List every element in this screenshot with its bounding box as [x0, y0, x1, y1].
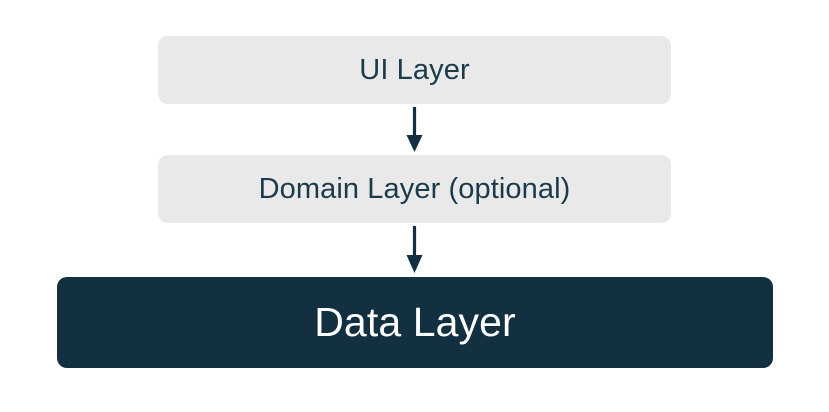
data-layer-box: Data Layer — [57, 277, 773, 368]
arrow-head-ui-to-domain — [406, 135, 423, 152]
domain-layer-box: Domain Layer (optional) — [158, 155, 671, 223]
data-layer-label: Data Layer — [314, 299, 516, 345]
ui-layer-box: UI Layer — [158, 36, 671, 104]
arrow-head-domain-to-data — [406, 255, 423, 273]
ui-layer-label: UI Layer — [359, 53, 470, 86]
domain-layer-label: Domain Layer (optional) — [258, 172, 571, 205]
